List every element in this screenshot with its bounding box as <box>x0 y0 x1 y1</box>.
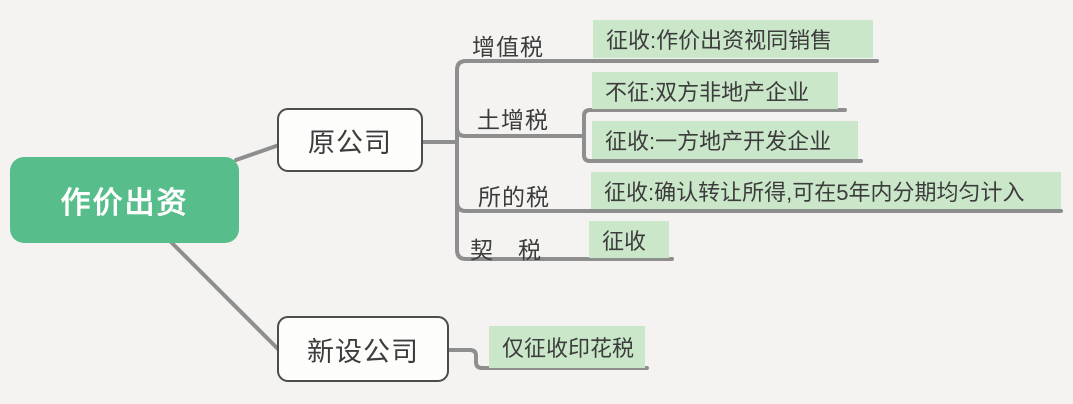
tax-label-income-tax[interactable]: 所的税 <box>478 184 550 210</box>
branch-node-new-company[interactable]: 新设公司 <box>277 316 449 382</box>
leaf-land-vat-not-levied[interactable]: 不征:双方非地产企业 <box>592 72 838 109</box>
leaf-vat-levied[interactable]: 征收:作价出资视同销售 <box>593 20 873 58</box>
leaf-land-vat-levied[interactable]: 征收:一方地产开发企业 <box>592 121 858 159</box>
leaf-deed-tax-levied[interactable]: 征收 <box>589 221 669 258</box>
leaf-income-tax-levied[interactable]: 征收:确认转让所得,可在5年内分期均匀计入 <box>591 172 1061 209</box>
connector-new-company-to-leaf <box>447 348 649 370</box>
connector-income-tax-branch <box>455 200 1063 213</box>
branch-node-original-company[interactable]: 原公司 <box>277 108 423 172</box>
connector-spine-vat-deed <box>455 59 879 261</box>
connector-root-to-original-company <box>234 143 281 162</box>
tax-label-deed-tax[interactable]: 契 税 <box>470 237 542 263</box>
root-topic-node[interactable]: 作价出资 <box>10 157 239 243</box>
leaf-new-company-stamp-tax[interactable]: 仅征收印花税 <box>489 326 645 368</box>
connector-land-vat-children <box>582 108 863 163</box>
connector-root-to-new-company <box>169 240 281 352</box>
tax-label-land-vat[interactable]: 土增税 <box>477 107 549 133</box>
tax-label-vat[interactable]: 增值税 <box>472 34 544 60</box>
connector-land-vat-branch <box>455 126 586 138</box>
